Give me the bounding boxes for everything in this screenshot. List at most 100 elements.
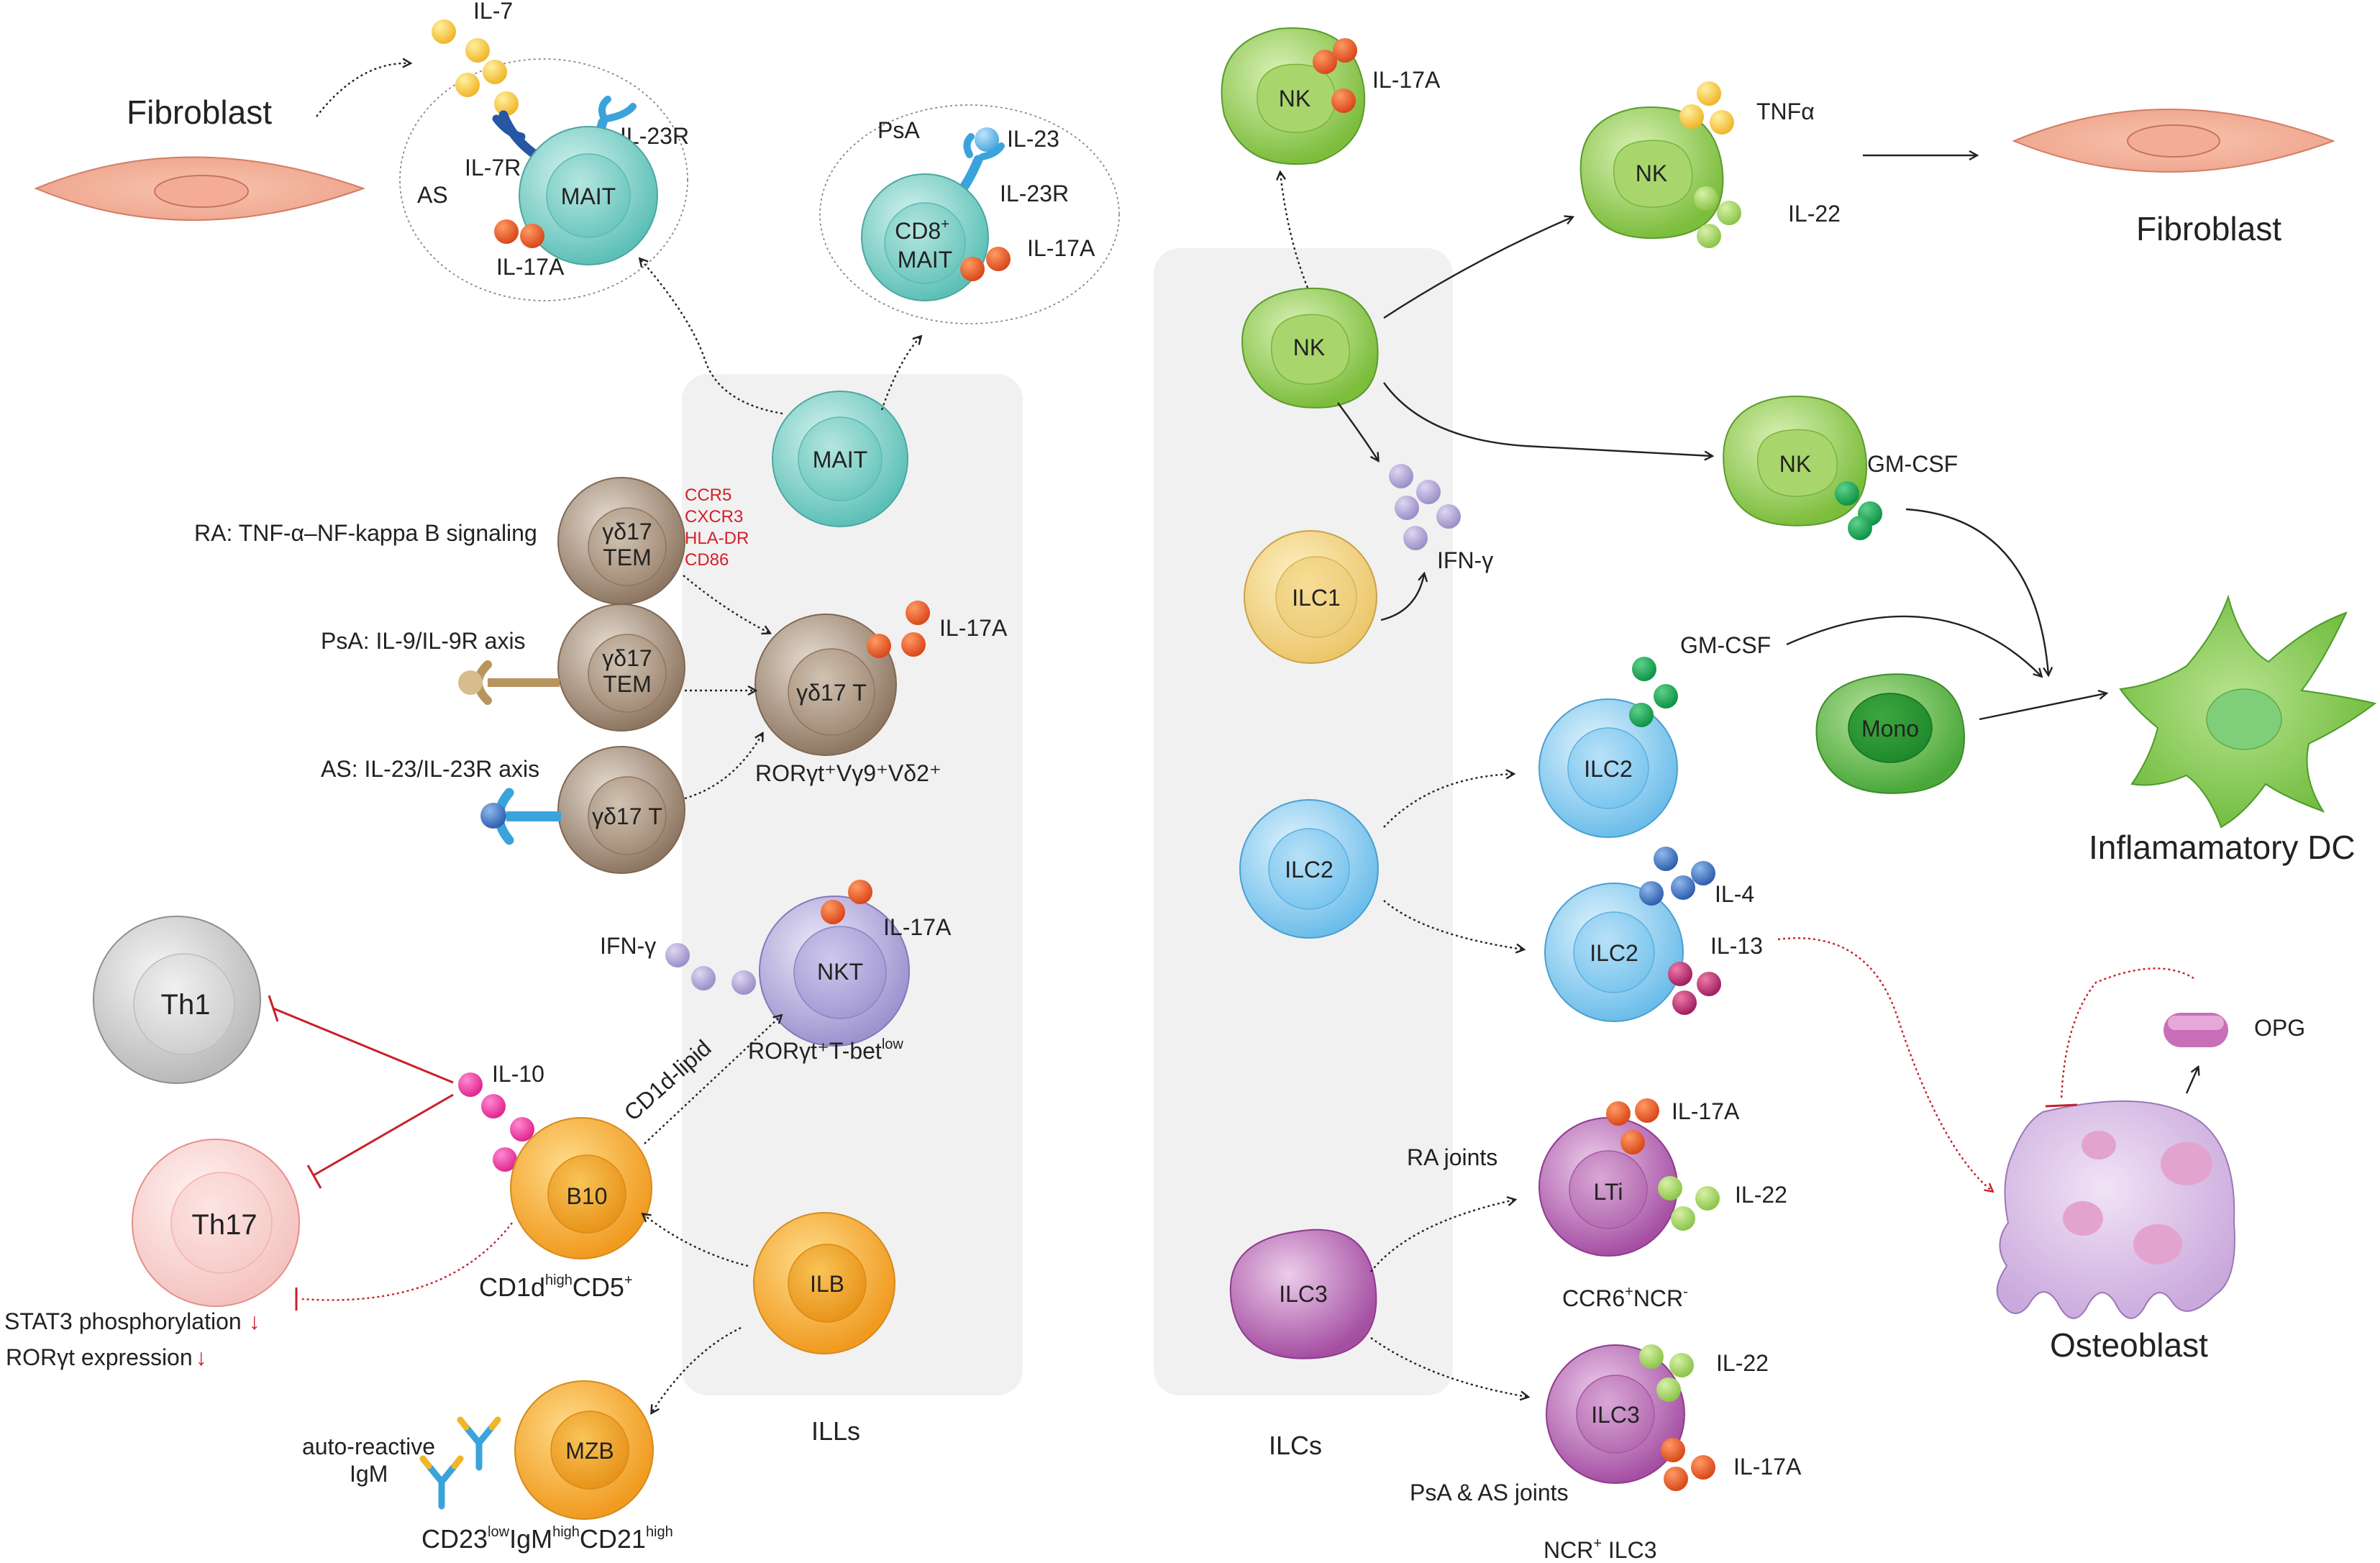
opg-protein-highlight	[2168, 1016, 2224, 1030]
cd8-mait-line1: CD8+	[895, 217, 949, 244]
il4-cytokines	[1639, 847, 1715, 906]
marker-cd86: CD86	[685, 550, 729, 570]
ilc1-label: ILC1	[1292, 585, 1341, 611]
as-tag: AS	[417, 182, 448, 208]
nk-gmcsf-label: NK	[1779, 451, 1811, 477]
ra-joints-label: RA joints	[1407, 1144, 1497, 1170]
th17-cell	[132, 1139, 300, 1307]
ilc2-il4-label: ILC2	[1590, 940, 1638, 966]
mait-cell-as	[519, 126, 658, 265]
gmcsf-cytokines-ilc2	[1629, 657, 1678, 727]
ilc2-cell-gmcsf	[1538, 698, 1678, 838]
marker-cxcr3: CXCR3	[685, 507, 743, 527]
ilc2-cell-center	[1239, 799, 1379, 939]
nk-center-label: NK	[1293, 334, 1325, 360]
il17a-cytokines-gd	[867, 601, 930, 658]
il22-lti-label: IL-22	[1735, 1182, 1787, 1208]
th17-label: Th17	[191, 1209, 257, 1241]
il17a-ilc3-label: IL-17A	[1733, 1454, 1802, 1480]
il7-cytokines	[432, 19, 519, 116]
autoreactive-line1: auto-reactive	[302, 1434, 435, 1459]
gd17-tem-cell-1	[557, 477, 685, 605]
as-axis-label: AS: IL-23/IL-23R axis	[321, 756, 539, 782]
ilc3-center-label: ILC3	[1279, 1281, 1328, 1307]
opg-label: OPG	[2254, 1015, 2305, 1041]
il23r-psa-label: IL-23R	[1000, 181, 1069, 206]
mono-cell	[1815, 673, 1965, 794]
il17a-cytokines-lti	[1606, 1098, 1659, 1154]
inflammatory-dc-label: Inflamamatory DC	[2089, 829, 2356, 866]
nk-top-label: NK	[1279, 86, 1310, 111]
il4-label: IL-4	[1715, 881, 1754, 907]
il17a-nkt-label: IL-17A	[883, 914, 952, 940]
nk-tnf-label: NK	[1636, 160, 1667, 186]
nkt-cell	[759, 896, 910, 1047]
nkt-phenotype: RORγt⁺T-betlow	[748, 1036, 903, 1064]
il22-cytokines-nk	[1694, 186, 1741, 248]
gd17-t-center-label: γδ17 T	[796, 680, 867, 706]
fibroblast-right	[2012, 109, 2335, 173]
gmcsf-nk-label: GM-CSF	[1867, 451, 1958, 477]
b10-cell	[510, 1117, 652, 1259]
gd17-t-as-label: γδ17 T	[592, 803, 662, 829]
mzb-phenotype: CD23lowIgMhighCD21high	[421, 1524, 673, 1554]
il22-ilc3-label: IL-22	[1716, 1350, 1769, 1376]
il10-label: IL-10	[492, 1061, 544, 1087]
il7-label: IL-7	[473, 0, 513, 24]
ilc2-center-label: ILC2	[1285, 857, 1333, 883]
ifng-cytokines-ilc	[1389, 464, 1461, 550]
mzb-label: MZB	[565, 1438, 614, 1464]
mait-center-label: MAIT	[813, 447, 867, 473]
rorgt-expression-label: RORγt expression↓	[6, 1344, 207, 1370]
gmcsf-ilc2-label: GM-CSF	[1680, 632, 1771, 658]
gd17-t-cell-center	[754, 614, 897, 756]
ncr-ilc3-label: NCR+ ILC3	[1544, 1536, 1657, 1563]
gd17-tem-2-l1: γδ17	[602, 645, 652, 671]
nkt-label: NKT	[817, 959, 863, 985]
nk-cell-tnf	[1579, 106, 1724, 240]
il13-cytokines	[1668, 962, 1721, 1015]
il17a-cytokines-nk	[1313, 38, 1357, 113]
ills-label: ILLs	[811, 1416, 860, 1446]
nk-cell-gmcsf	[1723, 396, 1867, 527]
fibroblast-left-label: Fibroblast	[127, 94, 272, 131]
lti-label: LTi	[1594, 1179, 1623, 1205]
il17a-cytokines-ilc3	[1661, 1438, 1715, 1491]
psa-tag: PsA	[877, 117, 920, 143]
il10-cytokines	[458, 1072, 534, 1172]
marker-ccr5: CCR5	[685, 486, 731, 505]
il9r-receptor	[458, 660, 560, 705]
il17a-nk-label: IL-17A	[1372, 67, 1441, 93]
il17a-as-label: IL-17A	[496, 254, 565, 280]
as-mait-cluster	[399, 58, 688, 301]
il17a-cytokines-psa	[960, 247, 1011, 281]
il17a-cytokines-nkt	[821, 880, 872, 924]
gd17-t-cell-as	[557, 746, 685, 874]
marker-hla-dr: HLA-DR	[685, 529, 749, 548]
b10-label: B10	[567, 1183, 608, 1209]
nk-cell-center	[1241, 287, 1379, 409]
mait-as-label: MAIT	[561, 183, 616, 209]
cd8-mait-cell	[861, 173, 989, 301]
gd17-tem-cell-2	[557, 603, 685, 732]
ifng-cytokines-nkt	[665, 943, 756, 995]
th1-cell	[93, 916, 261, 1084]
mono-label: Mono	[1861, 716, 1919, 742]
ilc2-cell-il4	[1544, 883, 1684, 1022]
il22-cytokines-ilc3	[1639, 1344, 1694, 1402]
ra-signaling-label: RA: TNF-α–NF-kappa B signaling	[194, 520, 537, 546]
ilc3-ncr-label: ILC3	[1591, 1402, 1640, 1428]
ilc2-gmcsf-label: ILC2	[1584, 756, 1633, 782]
autoreactive-line2: IgM	[350, 1461, 388, 1487]
ifng-nkt-label: IFN-γ	[600, 933, 656, 959]
il7r-label: IL-7R	[465, 155, 521, 181]
ror-vg-label: RORγt⁺Vγ9⁺Vδ2⁺	[755, 760, 941, 786]
mzb-cell	[514, 1380, 654, 1520]
lti-phenotype: CCR6+NCR-	[1562, 1284, 1688, 1311]
osteoblast-label: Osteoblast	[2050, 1326, 2208, 1364]
il22-cytokines-lti	[1658, 1176, 1720, 1231]
gd17-tem-1-l2: TEM	[603, 544, 652, 570]
il23-cytokine-psa	[975, 127, 999, 152]
il22-nk-label: IL-22	[1788, 201, 1841, 227]
